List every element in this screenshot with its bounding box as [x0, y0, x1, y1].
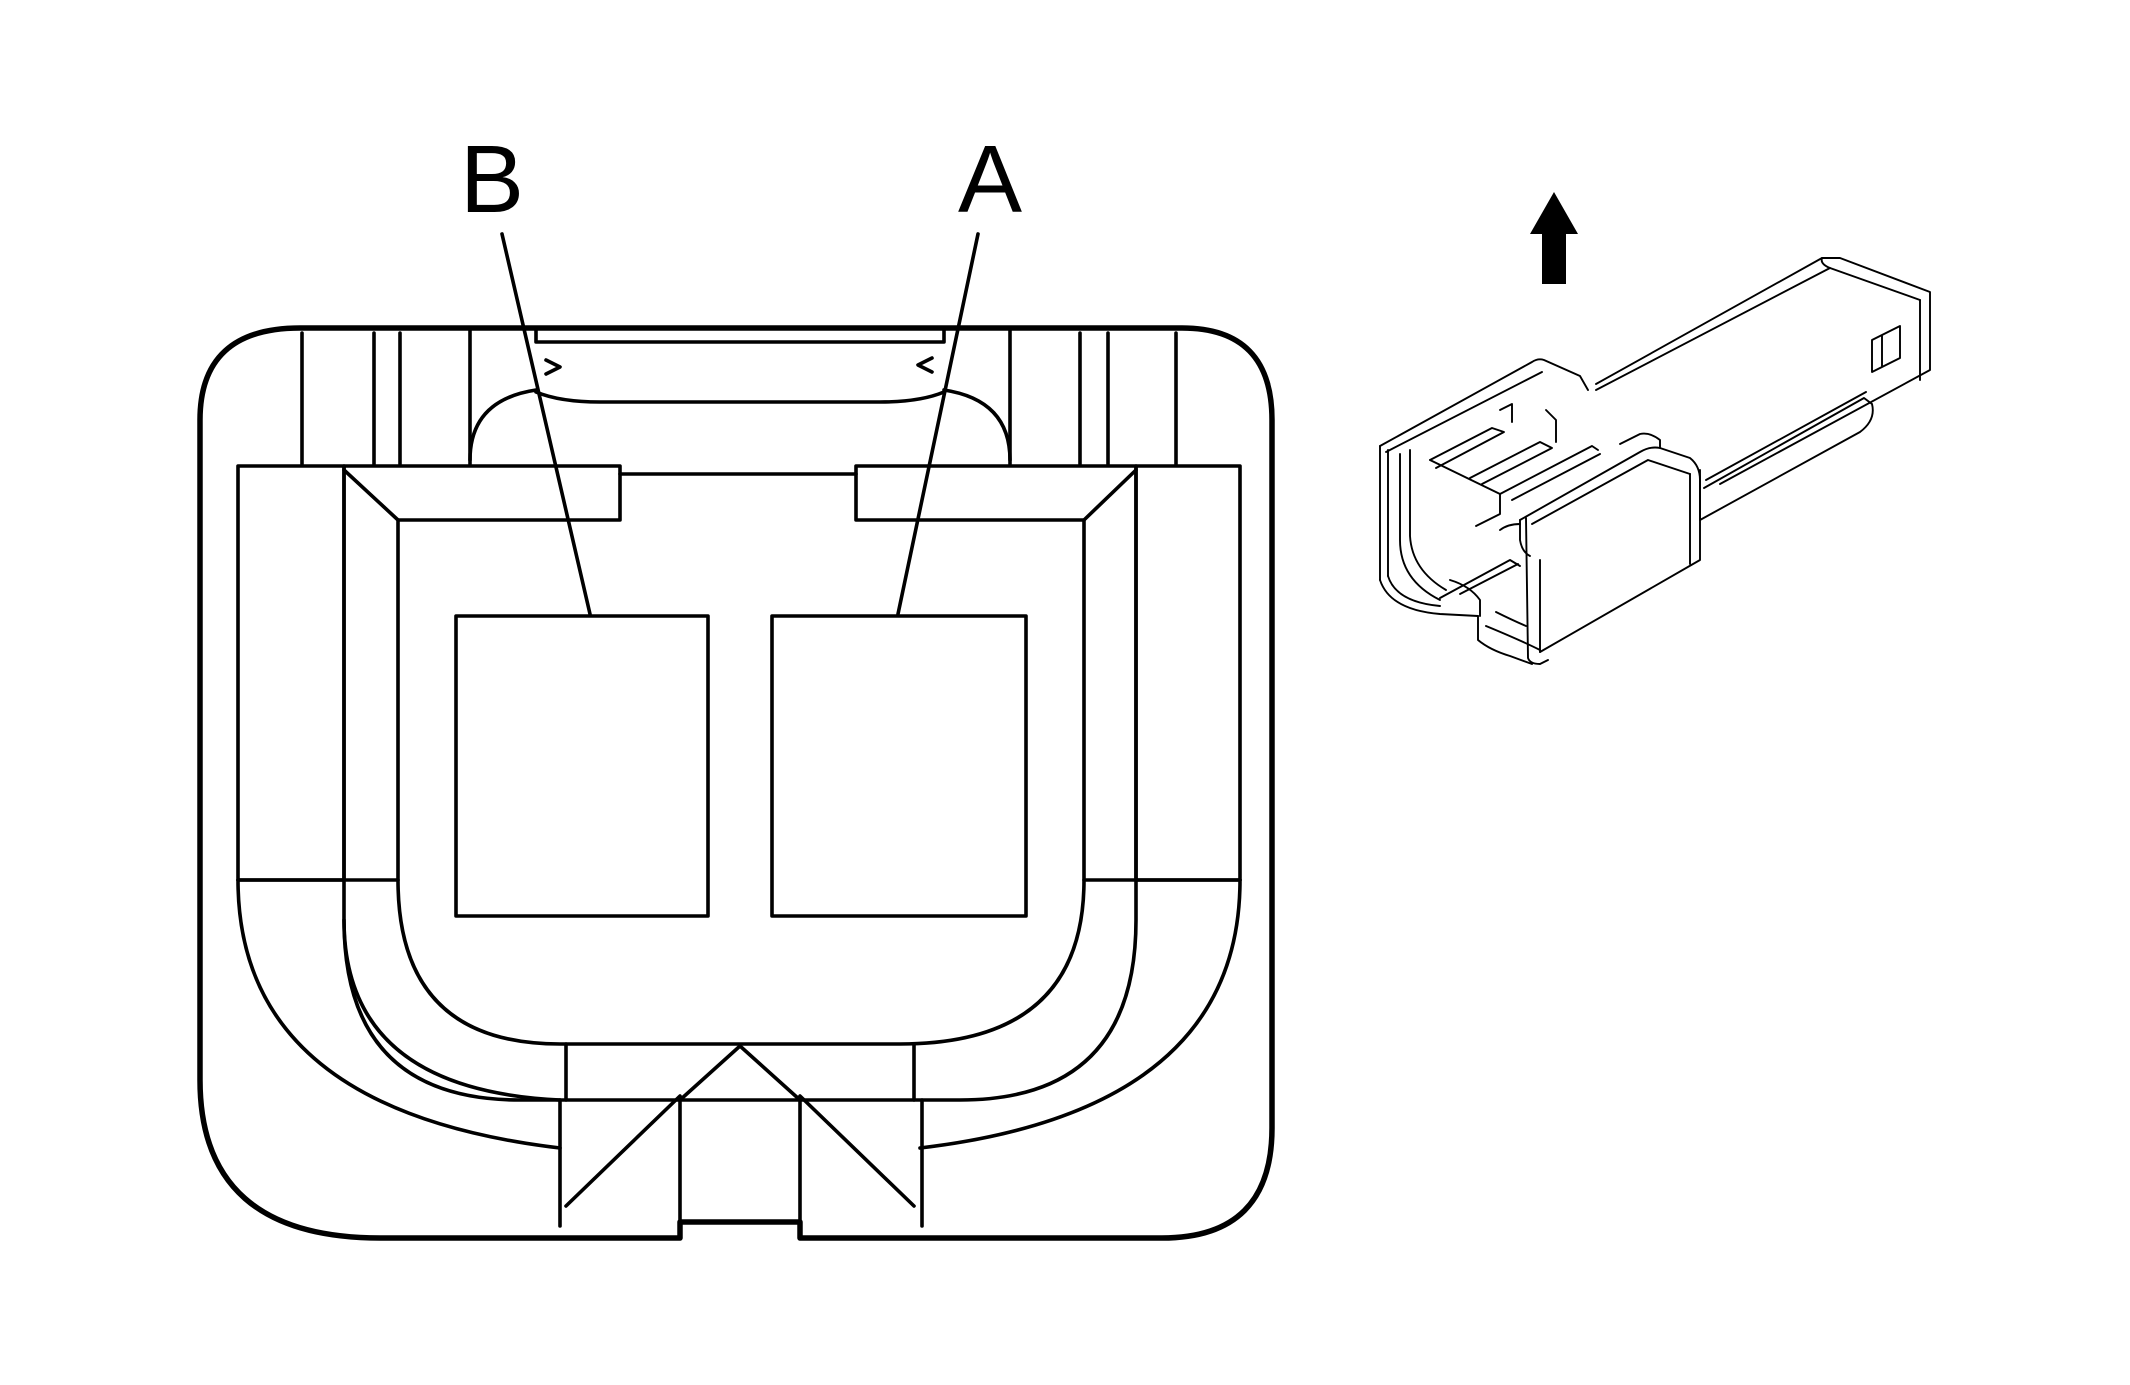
latch-frame: [300, 326, 1178, 466]
terminal-cavity-a: [770, 614, 1028, 918]
inner-bevel: [342, 468, 1138, 1046]
inner-cavity-frame: [342, 464, 1138, 1102]
pin-label-b: B: [460, 126, 524, 233]
pin-label-a: A: [958, 126, 1022, 233]
leader-line-b: [500, 232, 592, 616]
left-side-rail: [236, 464, 346, 882]
leader-line-a: [896, 232, 980, 616]
right-side-rail: [1134, 464, 1242, 882]
connector-face-view: B A: [197, 126, 1275, 1241]
bottom-key: [558, 1042, 924, 1228]
terminal-isometric-view: [1379, 257, 1931, 665]
terminal-cavity-b: [454, 614, 710, 918]
connector-housing-outline: [197, 325, 1275, 1241]
arrow-up-icon: [1530, 192, 1578, 284]
